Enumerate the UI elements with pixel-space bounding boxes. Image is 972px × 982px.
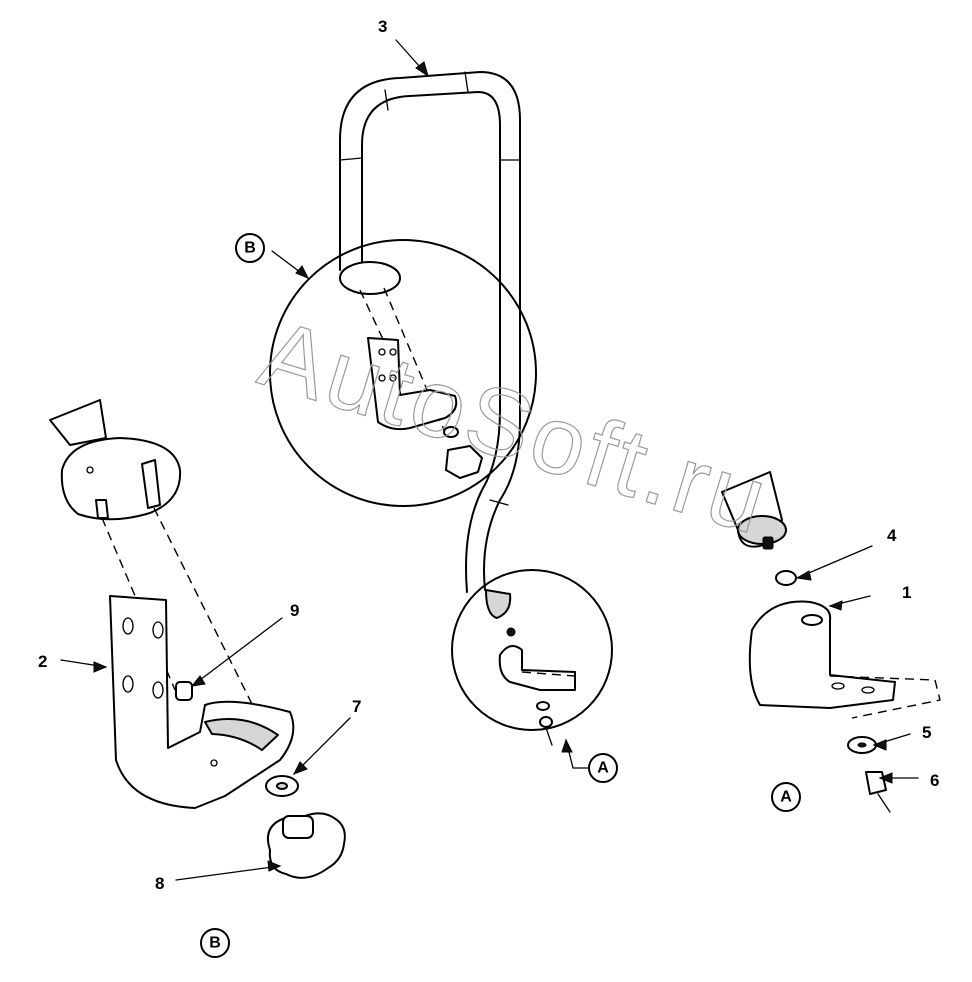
washer-small-b: [443, 426, 459, 438]
callout-5: 5: [922, 723, 931, 742]
callout-8: 8: [155, 874, 164, 893]
watermark-text: AutoSoft.ru: [249, 300, 782, 556]
tube-end-a: [485, 589, 512, 619]
view-a-marker: A: [597, 760, 609, 777]
washer-4: [775, 570, 797, 586]
mount-base-b: [60, 437, 182, 521]
bracket-1: [748, 600, 896, 709]
nut-9: [175, 681, 193, 701]
detail-circle-b: [269, 239, 537, 507]
view-b-caption: B: [209, 935, 221, 952]
view-b-marker-circle: [235, 233, 265, 263]
stud-left: [95, 499, 109, 519]
callout-3: 3: [378, 17, 387, 36]
stud-right: [141, 459, 161, 509]
upper-mount-plate-small: [339, 261, 401, 295]
bracket-large-b: [109, 595, 295, 809]
callout-9: 9: [290, 601, 299, 620]
view-b-caption-circle: [200, 928, 230, 958]
leader-lines: [60, 39, 919, 881]
view-markers: B A A B: [200, 233, 801, 958]
view-a-caption-circle: [771, 782, 801, 812]
bracket-small-b: [367, 337, 458, 431]
view-a-caption: A: [780, 789, 792, 806]
handle-stub-b: [49, 399, 107, 446]
bracket-small-a: [498, 645, 576, 691]
callout-labels: 1 2 3 4 5 6 7 8 9: [38, 17, 939, 893]
washer-small-a: [536, 701, 550, 711]
view-a-exploded: [721, 471, 941, 813]
callout-7: 7: [352, 697, 361, 716]
grab-handle-tube: [339, 71, 521, 593]
view-b-marker: B: [244, 240, 256, 257]
bolt-small-a: [539, 716, 553, 728]
callout-2: 2: [38, 652, 47, 671]
knob-small-b: [445, 445, 483, 479]
callout-6: 6: [930, 771, 939, 790]
detail-circle-a: [451, 569, 613, 746]
view-a-marker-circle: [588, 753, 618, 783]
callout-4: 4: [887, 526, 897, 545]
callout-1: 1: [902, 583, 911, 602]
bolt-6: [865, 771, 887, 795]
view-b-exploded: [49, 399, 346, 879]
